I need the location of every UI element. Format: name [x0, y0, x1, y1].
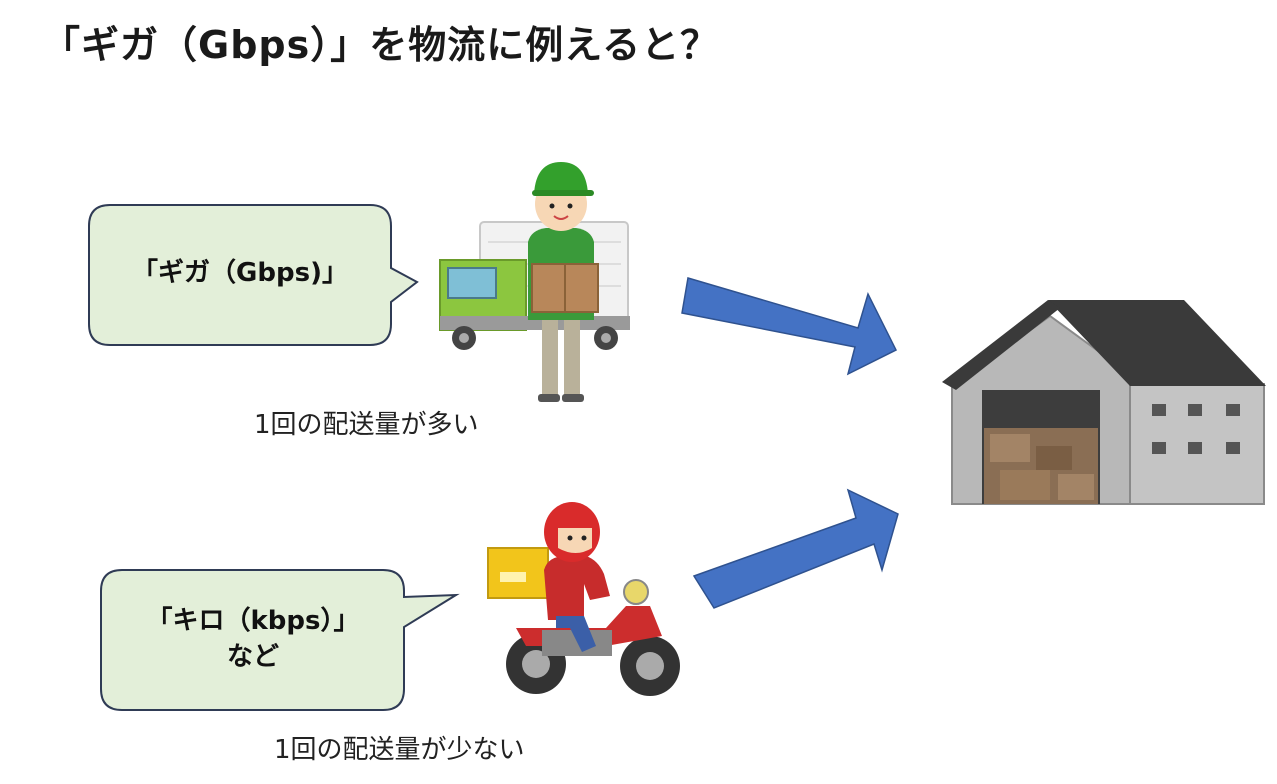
arrow-bike-to-warehouse [692, 488, 899, 609]
delivery-person-truck-icon [439, 162, 630, 402]
arrow-truck-to-warehouse [681, 277, 898, 376]
caption-truck: 1回の配送量が多い [254, 410, 479, 440]
warehouse-icon [942, 300, 1266, 505]
speech-bubble-kilo [100, 569, 460, 711]
bubble-kilo-line2: など [226, 642, 279, 672]
speech-bubble-giga [88, 204, 419, 346]
bubble-giga-label: 「ギガ（Gbps)」 [132, 258, 348, 288]
motorcycle-rider-icon [487, 502, 680, 696]
bubble-kilo-line1: 「キロ（kbps）」 [146, 606, 360, 636]
caption-bike: 1回の配送量が少ない [274, 735, 525, 765]
page-title: 「ギガ（Gbps）」を物流に例えると？ [42, 23, 720, 67]
bubble-kilo-label: 「キロ（kbps）」 など [100, 603, 406, 675]
